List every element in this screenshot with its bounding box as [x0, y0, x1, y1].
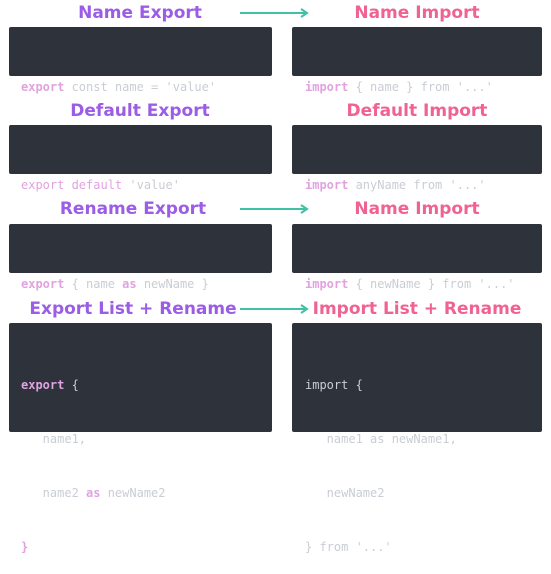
- code-line: import { name } from '...': [305, 80, 493, 94]
- row3-import-code: import { newName } from '...': [292, 224, 542, 291]
- row1-import-code: import { name } from '...': [292, 27, 542, 94]
- code-line: export default 'value': [21, 178, 180, 192]
- row1-import-title: Name Import: [354, 3, 480, 23]
- row4-export-title: Export List + Rename: [29, 299, 237, 319]
- code-line: import anyName from '...': [305, 178, 486, 192]
- row3-import-title: Name Import: [354, 199, 480, 219]
- code-line: name2 as newName2: [21, 486, 166, 500]
- code-line: }: [21, 540, 29, 554]
- row1-export-title: Name Export: [78, 3, 202, 23]
- row2-export-code: export default 'value': [9, 125, 272, 192]
- row3-export-title: Rename Export: [59, 199, 207, 219]
- code-line: export {: [21, 378, 79, 392]
- row1-arrow-icon: [240, 8, 309, 18]
- row4-export-code: export { name1, name2 as newName2 }: [9, 323, 272, 554]
- row4-import-title: Import List + Rename: [312, 299, 522, 319]
- row4-arrow-icon: [240, 304, 309, 314]
- code-line: export { name as newName }: [21, 277, 209, 291]
- code-line: import {: [305, 378, 363, 392]
- code-line: import { newName } from '...': [305, 277, 515, 291]
- code-line: name1,: [21, 432, 87, 446]
- code-line: name1 as newName1,: [305, 432, 457, 446]
- code-line: export const name = 'value': [21, 80, 217, 94]
- row2-export-title: Default Export: [70, 101, 210, 121]
- row3-export-code: export { name as newName }: [9, 224, 272, 291]
- row3-arrow-icon: [240, 204, 309, 214]
- row2-import-code: import anyName from '...': [292, 125, 542, 192]
- row2-import-title: Default Import: [346, 101, 488, 121]
- row1-export-code: export const name = 'value': [9, 27, 272, 94]
- row4-import-code: import { name1 as newName1, newName2 } f…: [292, 323, 542, 554]
- code-line: newName2: [305, 486, 385, 500]
- code-line: } from '...': [305, 540, 392, 554]
